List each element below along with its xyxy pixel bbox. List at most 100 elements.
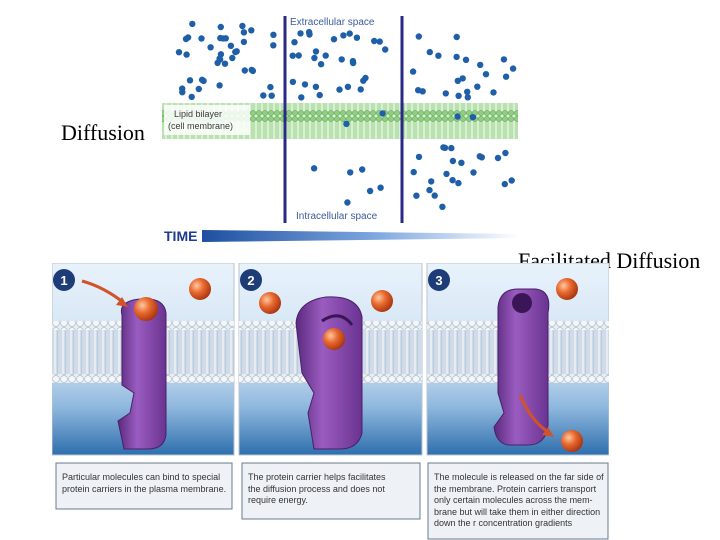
caption-3-line: the membrane. Protein carriers transport [434,483,597,494]
molecule-dot [435,52,442,59]
molecule-dot [175,49,183,56]
molecule-dot [371,37,378,45]
molecule-dot [453,33,460,41]
panel-2: 2 [238,263,423,456]
molecule-dot [470,169,477,176]
molecule-dot [297,30,304,37]
caption-2: The protein carrier helps facilitates th… [248,472,418,507]
molecule-dot [227,42,235,49]
panel-3: 3 [426,263,609,456]
molecule-dot [229,54,236,62]
step-badge-2 [240,269,262,291]
diffusing-molecules [175,20,517,210]
molecule-dot [198,76,206,84]
molecule-dot [291,39,298,46]
molecule-dot [310,165,318,172]
molecule-dot [494,154,502,162]
molecule-dot [415,153,423,161]
molecule-dot [217,23,224,31]
molecule-dot [366,187,374,195]
molecule-dot [330,36,338,43]
step-number-2: 2 [247,273,254,288]
molecule-dot [431,192,438,199]
molecule-dot [344,199,351,206]
caption-3-line: only certain molecules across the mem- [434,495,593,505]
molecule-dot [415,33,422,40]
molecule-dot [270,42,277,49]
molecule-dot [357,86,364,93]
caption-2-line: the diffusion process and does not [248,483,385,494]
molecule-dot [502,149,509,157]
molecule-dot [260,92,267,99]
molecule-dot [449,177,456,184]
protein-carrier [493,288,550,446]
molecule-dot [289,52,296,59]
caption-2-line: The protein carrier helps facilitates [248,472,386,482]
molecule-dot [362,74,369,82]
molecule-dot [207,44,214,51]
molecule-dot [426,186,433,194]
molecule-dot [248,66,255,74]
molecule-dot [198,35,205,42]
molecule-dot [298,94,305,101]
molecule-dot [183,51,190,58]
molecule-ball [561,430,583,452]
step-number-3: 3 [435,273,442,288]
panel-1: 1 [52,263,235,456]
molecule-dot [248,27,255,34]
molecule-dot [349,59,357,67]
molecule-dot [305,28,313,36]
molecule-dot [343,120,350,128]
molecule-dot [322,52,329,59]
molecule-dot [189,20,196,28]
molecule-dot [426,48,433,56]
caption-2-line: require energy. [248,495,308,505]
molecule-dot [464,88,471,96]
step-badge-3 [428,269,450,291]
bilayer-label-line2: (cell membrane) [168,121,233,131]
molecule-dot [240,29,248,36]
molecule-dot [353,34,361,41]
molecule-dot [340,32,347,39]
molecule-dot [316,91,323,99]
molecule-dot [443,170,450,178]
molecule-dot [448,144,455,152]
molecule-dot [453,53,460,61]
molecule-dot [186,77,194,84]
time-arrow [202,230,520,242]
molecule-dot [311,54,318,62]
caption-1-line: protein carriers in the plasma membrane. [62,483,227,494]
molecule-dot [477,61,484,69]
caption-3: The molecule is released on the far side… [434,472,606,530]
molecule-dot [240,38,248,46]
molecule-dot [217,51,225,58]
molecule-dot [501,180,508,188]
molecule-dot [188,93,195,101]
molecule-dot [233,48,240,55]
molecule-dot [500,56,508,63]
caption-1-line: Particular molecules can bind to special [62,472,221,482]
molecule-dot [442,90,449,97]
molecule-dot [312,48,320,55]
molecule-dot [459,75,466,82]
molecule-dot [455,92,462,100]
molecule-dot [409,68,417,75]
protein-carrier [295,296,363,450]
step-number-1: 1 [60,273,67,288]
molecule-dot [464,94,471,101]
molecule-dot [469,114,477,121]
molecule-dot [478,154,485,161]
molecule-dot [482,71,490,78]
molecule-dot [295,52,302,59]
time-label: TIME [164,228,197,244]
molecule-dot [474,83,481,90]
molecule-dot [359,166,366,173]
molecule-dot [379,110,386,117]
caption-3-line: brane but will take them in either direc… [434,506,601,517]
molecule-ball [134,297,158,321]
caption-box-2 [241,462,421,520]
molecule-dot [267,83,274,91]
protein-carrier [117,298,167,450]
molecule-dot [410,168,417,176]
molecule-dot [509,65,517,72]
